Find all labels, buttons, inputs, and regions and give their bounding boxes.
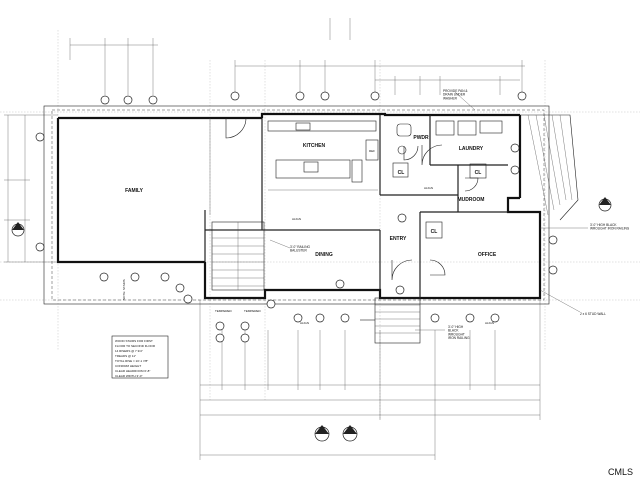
side-stair: [520, 114, 579, 221]
room-label-kitchen: KITCHEN: [303, 143, 326, 149]
room-label-entry: ENTRY: [390, 236, 407, 242]
stair-note-line: CLEAR HEADROOM 6'-8": [115, 369, 150, 373]
stair-note-box: [111, 335, 169, 379]
note-align-2: ALIGN: [424, 186, 433, 190]
stair-note-line: TOTAL RISE = 10'-1 7/8": [115, 359, 148, 363]
room-label-closet-1: CL: [398, 170, 405, 176]
kitchen-fixtures: [267, 120, 379, 191]
stair-note-line: CONFIRM HEIGHT: [115, 364, 141, 368]
stair-note-line: CLEAR WIDTH 3'-0": [115, 374, 142, 378]
note-tempered-2: TEMPERED: [244, 309, 262, 313]
label-ref: REF: [369, 149, 375, 153]
window-tags: [35, 91, 558, 343]
stair-note-line: TREADS @ 11": [115, 354, 136, 358]
note-stairs: NOTE: STAIRS: [122, 279, 126, 300]
stair-note-line: WOOD STAIRS FOR FIRST: [115, 339, 153, 343]
stair-note-line: 14 RISERS @ 7 3/4": [115, 349, 143, 353]
main-stair: [211, 221, 265, 291]
utility-fixtures: [392, 120, 503, 239]
room-label-closet-2: CL: [475, 170, 482, 176]
room-label-closet-3: CL: [431, 229, 438, 235]
note-stud-wall: 2 x 6 STUD WALL: [580, 312, 606, 316]
dimensions-top: [69, 38, 525, 95]
room-label-family: FAMILY: [125, 188, 144, 194]
room-label-mudroom: MUDROOM: [458, 197, 485, 203]
note-align-3: ALIGN: [300, 321, 309, 325]
doors: [225, 117, 479, 281]
stair-note-line: FLOOR TO SECOND FLOOR: [115, 344, 156, 348]
room-label-dining: DINING: [315, 252, 333, 258]
note-tempered-1: TEMPERED: [215, 309, 233, 313]
interior-walls: [204, 115, 508, 298]
watermark: CMLS: [608, 467, 633, 477]
exterior-walls: [43, 105, 550, 305]
section-markers: [11, 197, 612, 442]
room-label-laundry: LAUNDRY: [459, 146, 484, 152]
room-label-pwdr: PWDR: [413, 135, 429, 141]
dimensions-left: [4, 114, 58, 263]
front-stoop: [360, 297, 421, 344]
leaders: [269, 91, 588, 331]
note-align-4: ALIGN: [485, 321, 494, 325]
room-label-office: OFFICE: [478, 252, 497, 258]
dimensions-bottom: [199, 300, 541, 460]
note-align-1: ALIGN: [292, 217, 301, 221]
